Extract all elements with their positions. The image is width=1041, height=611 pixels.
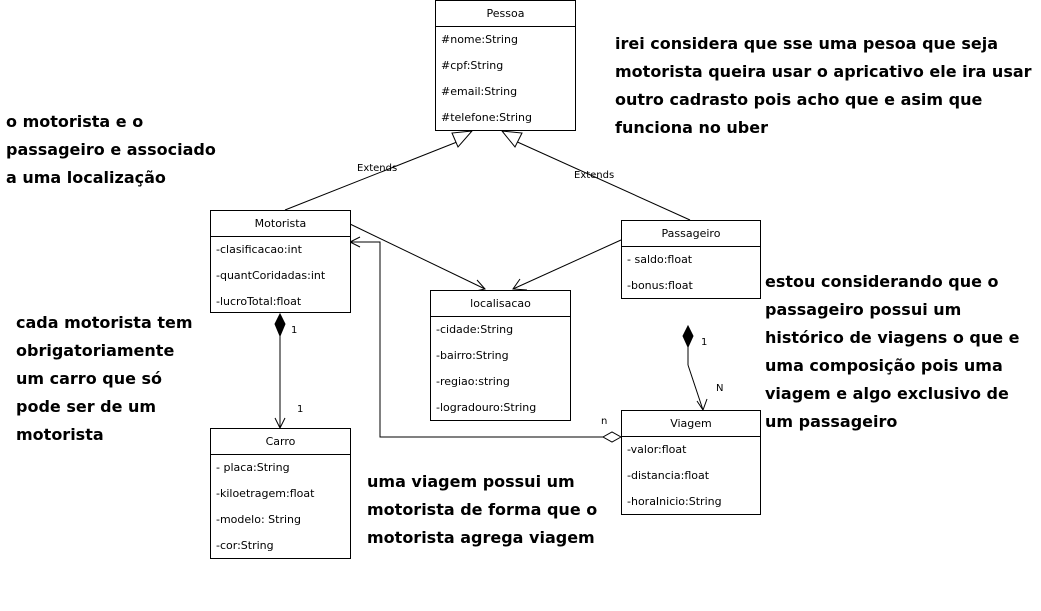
note-line: outro cadrasto pois acho que e asim que (615, 90, 983, 109)
aggregation-line-viagem-motorista (350, 241, 603, 438)
note-line: uma composição pois uma (765, 356, 1003, 375)
class-carro-attr: -kiloetragem:float (216, 487, 315, 500)
note-mid-left: cada motorista tem obrigatoriamente um c… (16, 309, 193, 449)
class-pessoa-attr: #nome:String (441, 33, 518, 46)
edge-label-extends-motorista: Extends (357, 163, 398, 174)
multiplicity-passageiro-viagem-source: 1 (701, 337, 708, 348)
note-top-left: o motorista e o passageiro e associado a… (6, 108, 216, 192)
class-pessoa-attr: #email:String (441, 85, 518, 98)
note-line: a uma localização (6, 168, 166, 187)
class-viagem[interactable]: Viagem -valor:float -distancia:float -ho… (621, 410, 761, 515)
class-motorista-attr: -clasificacao:int (216, 243, 302, 256)
multiplicity-passageiro-viagem-target: N (716, 383, 724, 394)
class-carro[interactable]: Carro - placa:String -kiloetragem:float … (210, 428, 351, 559)
note-top-right: irei considera que sse uma pesoa que sej… (615, 30, 1032, 142)
note-line: uma viagem possui um (367, 472, 575, 491)
note-line: passageiro possui um (765, 300, 962, 319)
note-line: histórico de viagens o que e (765, 328, 1020, 347)
assoc-line-motorista-localisacao (349, 223, 486, 290)
note-line: motorista agrega viagem (367, 528, 595, 547)
note-line: cada motorista tem (16, 313, 193, 332)
edge-label-extends-passageiro: Extends (574, 170, 615, 181)
extends-line-motorista (284, 139, 463, 211)
note-line: motorista (16, 425, 104, 444)
composition-line-passageiro-viagem-2 (687, 364, 704, 411)
multiplicity-viagem-motorista: n (601, 416, 608, 427)
note-line: obrigatoriamente (16, 341, 175, 360)
class-carro-attr: - placa:String (216, 461, 290, 474)
assoc-arrowhead-passageiro (512, 278, 528, 291)
assoc-line-passageiro-localisacao (512, 239, 622, 290)
note-line: motorista de forma que o (367, 500, 598, 519)
class-passageiro-attr: -bonus:float (627, 279, 693, 292)
aggregation-diamond-viagem (601, 431, 623, 443)
class-localisacao-attr: -cidade:String (436, 323, 514, 336)
class-carro-attr: -cor:String (216, 539, 274, 552)
note-line: pode ser de um (16, 397, 157, 416)
class-passageiro-name: Passageiro (622, 221, 760, 247)
class-pessoa[interactable]: Pessoa #nome:String #cpf:String #email:S… (435, 0, 576, 131)
class-localisacao-attr: -logradouro:String (436, 401, 537, 414)
generalization-arrowhead-left (451, 130, 474, 148)
class-motorista[interactable]: Motorista -clasificacao:int -quantCorida… (210, 210, 351, 313)
note-line: motorista queira usar o apricativo ele i… (615, 62, 1032, 81)
class-motorista-attr: -lucroTotal:float (216, 295, 302, 308)
class-viagem-name: Viagem (622, 411, 760, 437)
class-passageiro-attr: - saldo:float (627, 253, 693, 266)
note-line: passageiro e associado (6, 140, 216, 159)
multiplicity-motorista-carro-target: 1 (297, 404, 304, 415)
composition-arrowhead-viagem (696, 398, 708, 412)
note-line: funciona no uber (615, 118, 768, 137)
composition-diamond-motorista (274, 312, 286, 338)
class-passageiro[interactable]: Passageiro - saldo:float -bonus:float (621, 220, 761, 299)
class-viagem-attr: -distancia:float (627, 469, 710, 482)
note-line: estou considerando que o (765, 272, 999, 291)
generalization-arrowhead-right (500, 130, 523, 148)
composition-diamond-passageiro (682, 324, 694, 349)
class-viagem-attr: -valor:float (627, 443, 687, 456)
class-viagem-attr: -horaInicio:String (627, 495, 722, 508)
class-pessoa-attr: #cpf:String (441, 59, 504, 72)
note-line: um carro que só (16, 369, 163, 388)
multiplicity-motorista-carro-source: 1 (291, 325, 298, 336)
note-line: o motorista e o (6, 112, 144, 131)
note-line: irei considera que sse uma pesoa que sej… (615, 34, 998, 53)
class-motorista-name: Motorista (211, 211, 350, 237)
class-localisacao-name: localisacao (431, 291, 570, 317)
extends-line-passageiro (512, 139, 691, 221)
note-line: viagem e algo exclusivo de (765, 384, 1009, 403)
class-localisacao-attr: -regiao:string (436, 375, 510, 388)
class-carro-attr: -modelo: String (216, 513, 301, 526)
class-pessoa-name: Pessoa (436, 1, 575, 27)
note-bottom: uma viagem possui um motorista de forma … (367, 468, 597, 552)
class-localisacao[interactable]: localisacao -cidade:String -bairro:Strin… (430, 290, 571, 421)
class-carro-name: Carro (211, 429, 350, 455)
note-line: um passageiro (765, 412, 898, 431)
class-localisacao-attr: -bairro:String (436, 349, 509, 362)
class-pessoa-attr: #telefone:String (441, 111, 532, 124)
class-motorista-attr: -quantCoridadas:int (216, 269, 326, 282)
note-right: estou considerando que o passageiro poss… (765, 268, 1020, 436)
